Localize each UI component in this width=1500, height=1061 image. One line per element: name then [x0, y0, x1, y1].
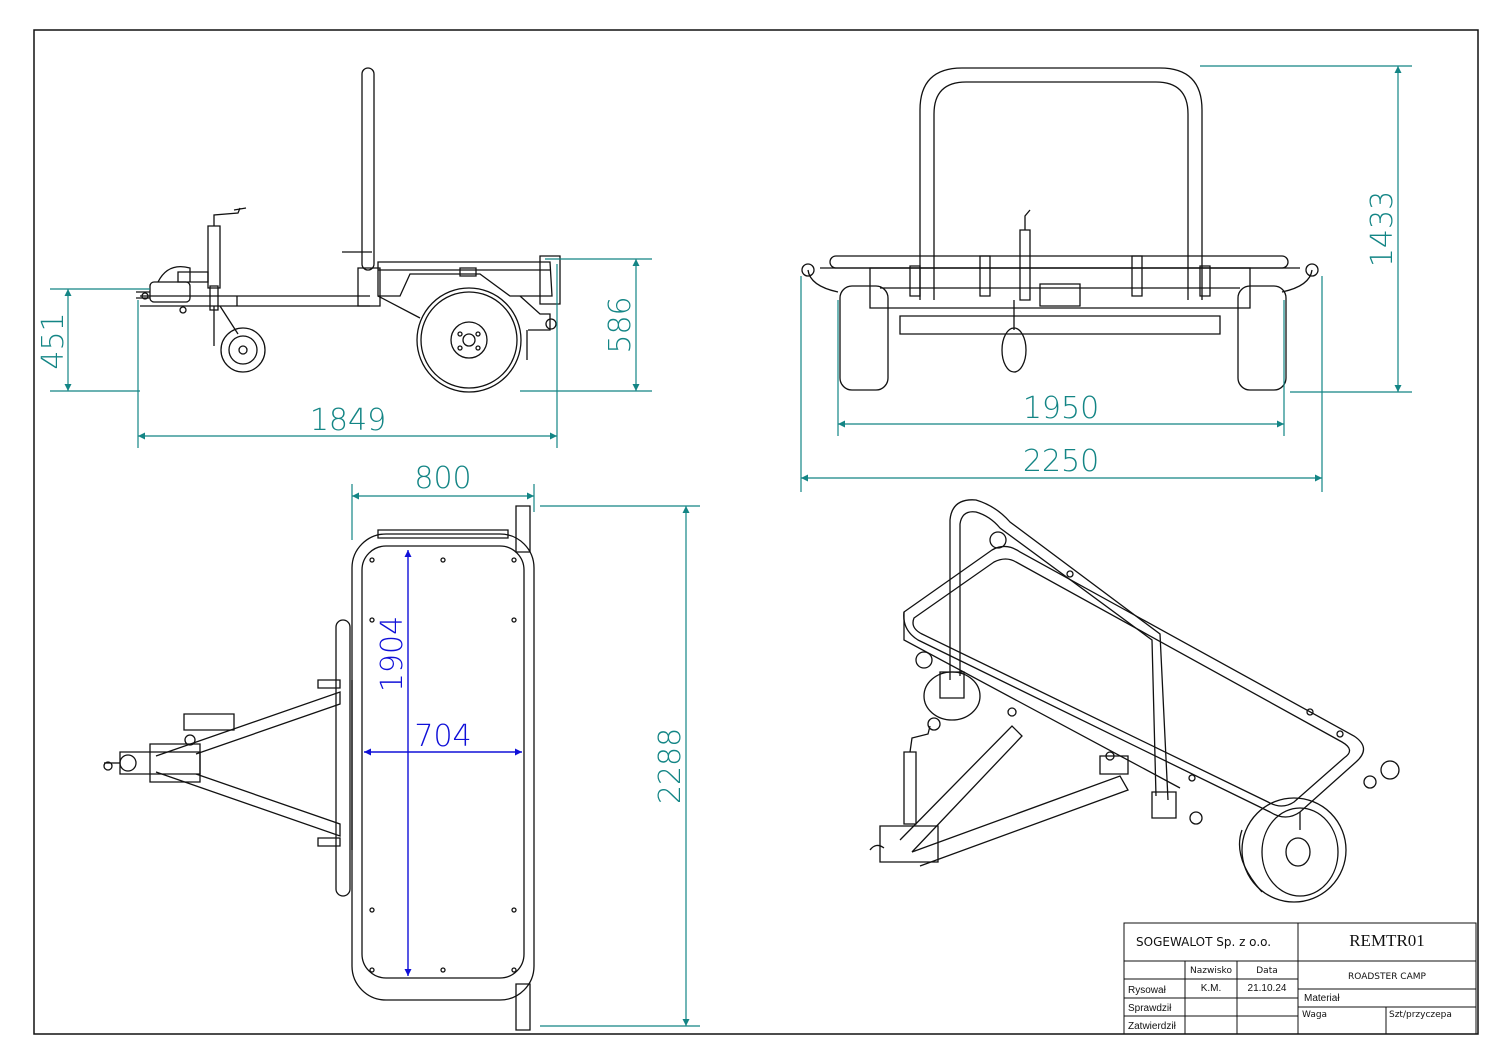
dim-front-track: 1950: [1023, 391, 1099, 426]
front-view: [802, 68, 1318, 390]
side-view: [136, 68, 560, 392]
sheet-border: [33, 29, 1479, 1035]
row-approved-label: Zatwierdził: [1128, 1021, 1177, 1032]
dim-inner-width: 704: [414, 719, 471, 754]
dim-top-width: 800: [414, 461, 471, 496]
col-name-header: Nazwisko: [1190, 966, 1232, 976]
drawn-date: 21.10.24: [1248, 983, 1287, 994]
front-dimensions: [800, 65, 1412, 492]
title-block: [1123, 922, 1477, 1035]
dim-side-height: 586: [603, 296, 638, 353]
row-drawn-label: Rysował: [1128, 985, 1167, 996]
inner-dimensions: [364, 550, 522, 976]
dim-hitch-height: 451: [36, 312, 71, 369]
drawn-name: K.M.: [1201, 983, 1222, 994]
drawing-number: REMTR01: [1349, 931, 1425, 950]
qty-label: Szt/przyczepa: [1389, 1010, 1452, 1020]
dim-front-height: 1433: [1365, 191, 1400, 267]
row-checked-label: Sprawdził: [1128, 1003, 1172, 1014]
col-date-header: Data: [1256, 966, 1278, 976]
isometric-view: [870, 500, 1399, 902]
side-dimensions: [50, 258, 652, 448]
product-name: ROADSTER CAMP: [1348, 972, 1426, 982]
dim-side-length: 1849: [310, 403, 386, 438]
material-label: Materiał: [1304, 993, 1340, 1004]
dim-inner-length: 1904: [375, 616, 410, 692]
weight-label: Waga: [1302, 1010, 1327, 1020]
dim-top-length: 2288: [653, 728, 688, 804]
top-dimensions: [351, 484, 700, 1027]
dim-front-width: 2250: [1023, 444, 1099, 479]
top-view: [104, 506, 534, 1030]
company-name: SOGEWALOT Sp. z o.o.: [1136, 935, 1271, 949]
